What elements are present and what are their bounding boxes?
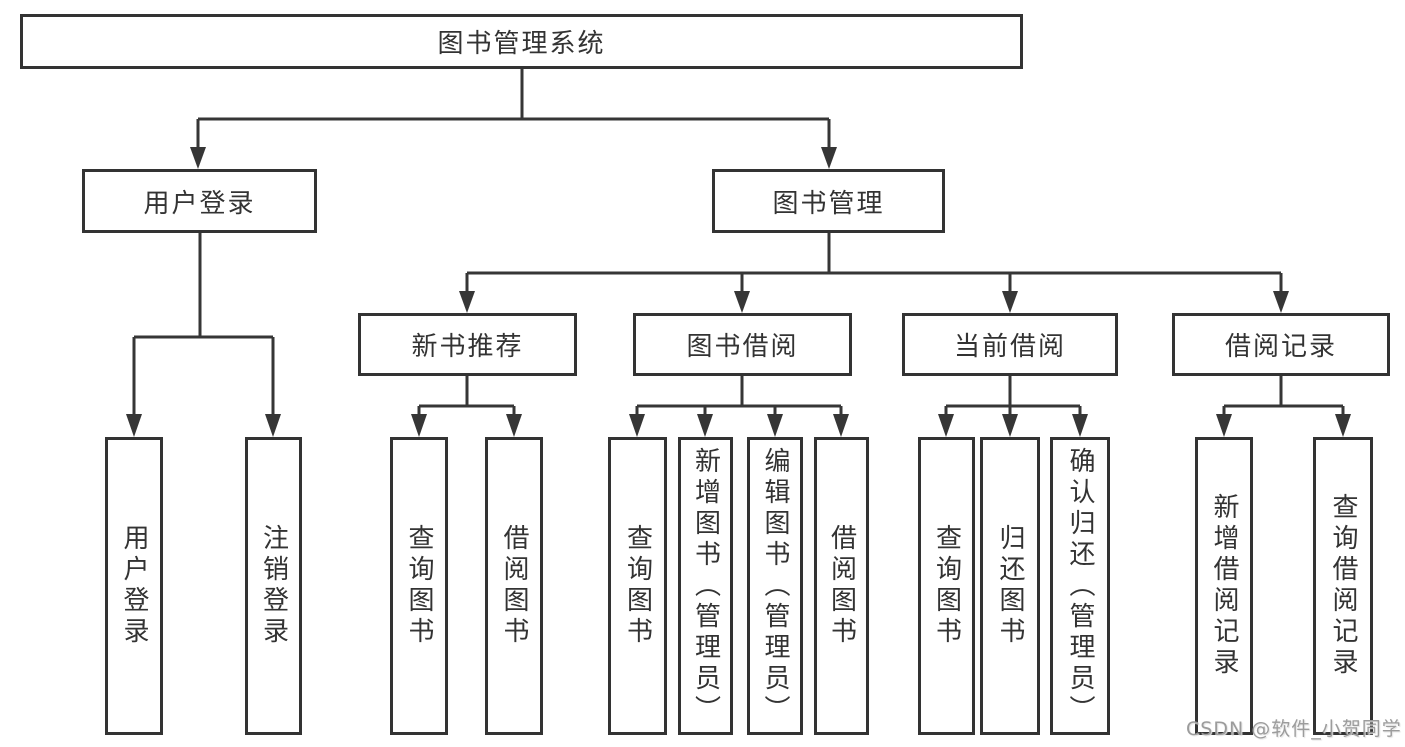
node-leaf-borrow-books-b: 借阅图书 [814,437,869,735]
node-leaf-query-books-c-label: 查询图书 [931,524,962,648]
watermark: CSDN @软件_小贺同学 [1186,718,1402,740]
node-root-label: 图书管理系统 [437,29,606,59]
node-new-book-recommend: 新书推荐 [358,313,577,376]
node-leaf-logout: 注销登录 [245,437,302,735]
node-leaf-logout-label: 注销登录 [258,524,289,648]
node-leaf-query-books-a-label: 查询图书 [404,524,434,648]
node-leaf-add-books-label: 新增图书（管理员） [690,446,721,726]
node-leaf-return-books: 归还图书 [980,437,1040,735]
node-book-borrowing: 图书借阅 [633,313,852,376]
node-leaf-query-books-a: 查询图书 [390,437,448,735]
node-leaf-edit-books-label: 编辑图书（管理员） [760,446,790,726]
node-leaf-query-books-b: 查询图书 [608,437,667,735]
node-borrowing-records-label: 借阅记录 [1224,332,1337,362]
node-leaf-query-record: 查询借阅记录 [1313,437,1373,735]
node-leaf-query-books-c: 查询图书 [918,437,975,735]
node-new-book-recommend-label: 新书推荐 [411,332,524,362]
node-book-management: 图书管理 [712,169,945,233]
node-leaf-borrow-books-a: 借阅图书 [485,437,543,735]
node-user-login-label: 用户登录 [143,188,256,219]
node-leaf-query-books-b-label: 查询图书 [622,524,653,648]
node-user-login: 用户登录 [82,169,317,233]
node-current-borrowing-label: 当前借阅 [953,332,1066,362]
node-borrowing-records: 借阅记录 [1172,313,1390,376]
node-leaf-confirm-return-label: 确认归还（管理员） [1065,446,1095,726]
node-leaf-add-record-label: 新增借阅记录 [1209,493,1239,679]
node-leaf-add-record: 新增借阅记录 [1195,437,1253,735]
node-leaf-return-books-label: 归还图书 [995,524,1025,648]
node-root: 图书管理系统 [20,14,1023,69]
arrowheads [126,147,1351,437]
node-leaf-add-books: 新增图书（管理员） [678,437,733,735]
node-book-management-label: 图书管理 [772,188,885,219]
node-leaf-query-record-label: 查询借阅记录 [1328,493,1358,679]
node-leaf-user-login: 用户登录 [105,437,163,735]
node-leaf-user-login-label: 用户登录 [119,524,149,648]
node-book-borrowing-label: 图书借阅 [686,332,799,362]
node-leaf-borrow-books-a-label: 借阅图书 [499,524,529,648]
node-leaf-borrow-books-b-label: 借阅图书 [826,524,857,648]
node-leaf-confirm-return: 确认归还（管理员） [1050,437,1110,735]
node-current-borrowing: 当前借阅 [902,313,1118,376]
node-leaf-edit-books: 编辑图书（管理员） [747,437,803,735]
